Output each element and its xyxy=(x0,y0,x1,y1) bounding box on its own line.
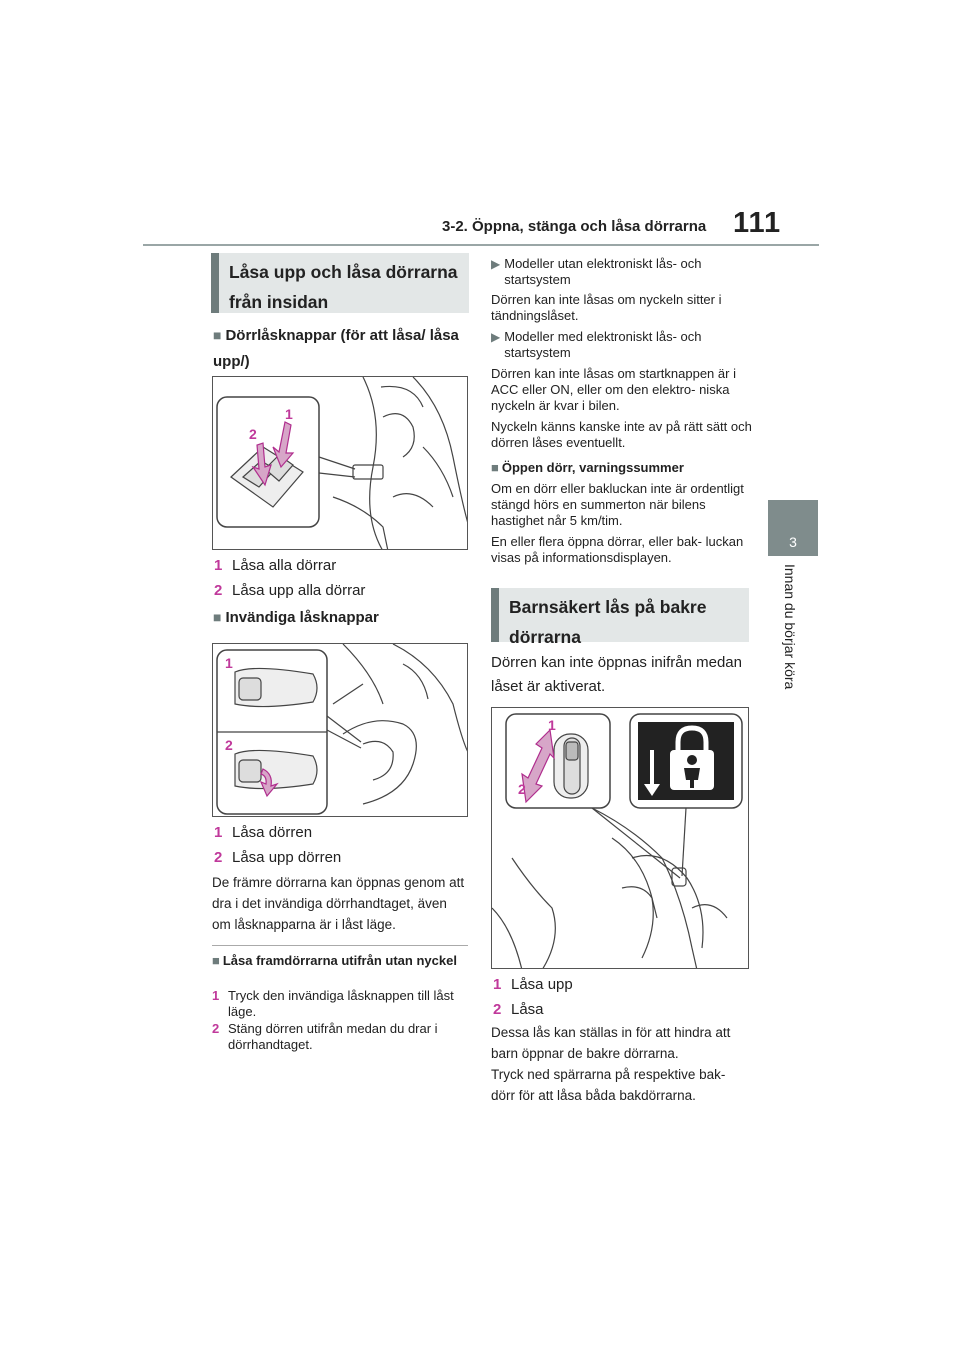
figure-door-lock-switch: 1 2 xyxy=(212,376,468,550)
buzzer-text: Om en dörr eller bakluckan inte är orden… xyxy=(491,481,744,528)
section-title: 3-2. Öppna, stänga och låsa dörrarna xyxy=(442,218,707,235)
item-text: Låsa dörren xyxy=(232,824,313,841)
subheading-text: Låsa framdörrarna utifrån utan nyckel xyxy=(222,953,457,968)
child-lock-note: Tryck ned spärrarna på respektive bak- d… xyxy=(491,1067,726,1103)
item-number: 2 xyxy=(214,582,223,599)
child-lock-note: Dessa lås kan ställas in för att hindra … xyxy=(491,1025,731,1061)
item-number: 2 xyxy=(214,849,223,866)
item-number: 1 xyxy=(212,988,220,1003)
bullet-title: Modeller utan elektroniskt lås- och star… xyxy=(504,256,702,287)
bullet-title: Modeller med elektroniskt lås- och start… xyxy=(504,329,702,360)
item-number: 1 xyxy=(493,976,502,993)
square-bullet-icon: ■ xyxy=(212,953,220,968)
callout-2: 2 xyxy=(225,737,233,753)
press-arrow-1 xyxy=(272,421,295,469)
item-text: Tryck den invändiga låsknappen till låst… xyxy=(228,988,454,1019)
subheading-text: Dörrlåsknappar (för att låsa/ låsa upp/) xyxy=(213,327,459,370)
bullet-with-smart-key: ▶Modeller med elektroniskt lås- och star… xyxy=(491,329,751,361)
item-text: Låsa upp alla dörrar xyxy=(232,582,366,599)
subheading-lock-without-key: ■Låsa framdörrarna utifrån utan nyckel xyxy=(212,953,468,969)
bullet-text: Dörren kan inte låsas om startknappen är… xyxy=(491,366,736,413)
item-text: Låsa upp xyxy=(511,976,573,993)
bullet-without-smart-key: ▶Modeller utan elektroniskt lås- och sta… xyxy=(491,256,751,288)
figure-inside-lock-button: 1 2 xyxy=(212,643,468,817)
item-text: Låsa upp dörren xyxy=(232,849,342,866)
page-number: 111 xyxy=(733,207,782,239)
triangle-bullet-icon: ▶ xyxy=(491,330,501,344)
figure-child-lock: 1 2 xyxy=(491,707,749,969)
press-arrow-2 xyxy=(251,442,272,487)
subheading-door-lock-switches: ■Dörrlåsknappar (för att låsa/ låsa upp/… xyxy=(213,322,468,375)
square-bullet-icon: ■ xyxy=(491,460,499,475)
subheading-inside-lock-buttons: ■Invändiga låsknappar xyxy=(213,604,379,631)
toggle-arrow xyxy=(521,728,555,804)
chapter-title: Innan du börjar köra xyxy=(782,564,798,690)
square-bullet-icon: ■ xyxy=(213,609,222,625)
item-text: Låsa xyxy=(511,1001,544,1018)
item-number: 1 xyxy=(214,557,223,574)
item-text: Stäng dörren utifrån medan du drar i dör… xyxy=(228,1021,438,1052)
item-text: Låsa alla dörrar xyxy=(232,557,337,574)
note-front-doors: De främre dörrarna kan öppnas genom att … xyxy=(212,875,465,932)
chapter-number: 3 xyxy=(789,534,797,550)
callout-2: 2 xyxy=(518,781,526,797)
bullet-text: Dörren kan inte låsas om nyckeln sitter … xyxy=(491,292,722,323)
item-number: 2 xyxy=(493,1001,502,1018)
section-heading-lock-inside: Låsa upp och låsa dörrarna från insidan xyxy=(211,253,469,313)
buzzer-text: En eller flera öppna dörrar, eller bak- … xyxy=(491,534,744,565)
list-item: 2 Stäng dörren utifrån medan du drar i dö… xyxy=(212,1021,468,1053)
section-heading-child-lock: Barnsäkert lås på bakre dörrarna xyxy=(491,588,749,647)
callout-1: 1 xyxy=(285,406,293,422)
subheading-text: Öppen dörr, varningssummer xyxy=(501,460,684,475)
list-item: 2 Låsa upp dörren xyxy=(214,845,341,871)
pull-arrow xyxy=(259,768,279,798)
door-lock-switch-illustration: 1 2 xyxy=(216,377,467,549)
child-lock-label-icon xyxy=(638,722,734,800)
inside-lock-illustration: 1 2 xyxy=(216,644,467,815)
header-rule xyxy=(143,244,819,246)
divider xyxy=(212,945,468,946)
child-lock-illustration: 1 2 xyxy=(492,713,743,968)
list-item: 1 Låsa upp xyxy=(493,972,573,998)
list-item: 1 Låsa dörren xyxy=(214,820,312,846)
list-item: 2 Låsa upp alla dörrar xyxy=(214,578,365,604)
list-item: 1 Tryck den invändiga låsknappen till lås… xyxy=(212,988,468,1020)
triangle-bullet-icon: ▶ xyxy=(491,257,501,271)
subheading-text: Invändiga låsknappar xyxy=(225,609,379,626)
child-lock-intro: Dörren kan inte öppnas inifrån medan lås… xyxy=(491,654,742,695)
bullet-text: Nyckeln känns kanske inte av på rätt sät… xyxy=(491,419,752,450)
callout-2: 2 xyxy=(249,426,257,442)
item-number: 2 xyxy=(212,1021,220,1036)
subheading-door-buzzer: ■Öppen dörr, varningssummer xyxy=(491,460,753,476)
item-number: 1 xyxy=(214,824,223,841)
callout-1: 1 xyxy=(225,655,233,671)
callout-1: 1 xyxy=(548,717,556,733)
chapter-tab: 3 xyxy=(768,500,818,556)
list-item: 2 Låsa xyxy=(493,997,544,1023)
square-bullet-icon: ■ xyxy=(213,327,222,343)
list-item: 1 Låsa alla dörrar xyxy=(214,553,336,579)
